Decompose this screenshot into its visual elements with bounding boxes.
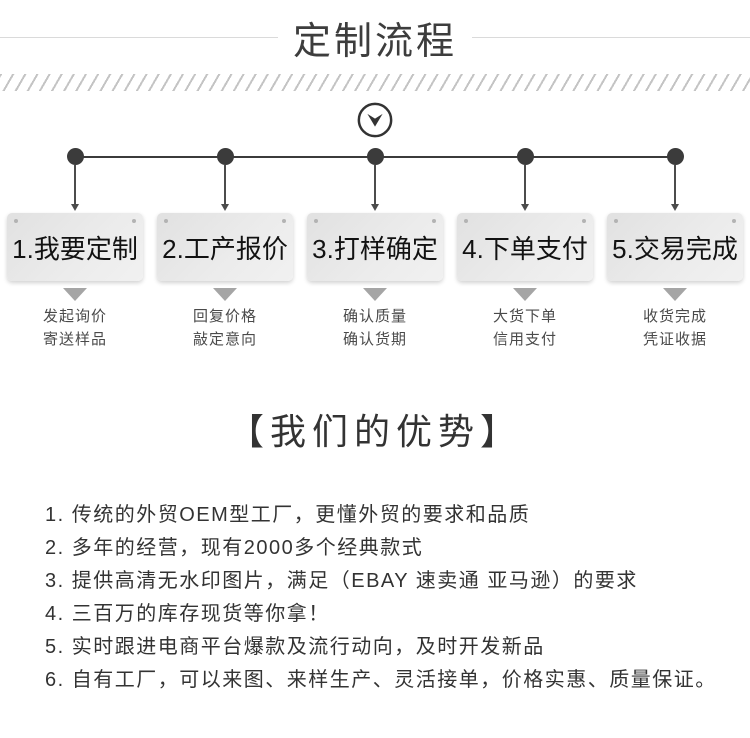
arrow-head bbox=[71, 204, 79, 211]
pin-dot-icon bbox=[582, 219, 586, 223]
step-label: 4.下单支付 bbox=[462, 233, 588, 264]
gray-triangle-icon bbox=[513, 288, 537, 301]
arrow-head bbox=[521, 204, 529, 211]
step-label: 2.工产报价 bbox=[162, 233, 288, 264]
circle-down-arrow-icon bbox=[0, 101, 750, 139]
divider-line-left bbox=[0, 36, 278, 38]
caption-line: 确认货期 bbox=[342, 331, 407, 348]
step-caption: 收货完成 凭证收据 bbox=[643, 305, 707, 351]
step-label: 3.打样确定 bbox=[312, 233, 438, 264]
caption-line: 发起询价 bbox=[42, 308, 107, 325]
advantage-item: 6. 自有工厂，可以来图、来样生产、灵活接单，价格实惠、质量保证。 bbox=[45, 669, 717, 691]
node-dot bbox=[366, 148, 384, 165]
section-header: 定制流程 bbox=[0, 0, 750, 74]
pin-dot-icon bbox=[282, 219, 286, 223]
arrow-head bbox=[371, 204, 379, 211]
step-caption: 确认质量 确认货期 bbox=[343, 305, 407, 351]
step-caption: 发起询价 寄送样品 bbox=[43, 305, 107, 351]
advantage-item: 3. 提供高清无水印图片，满足（EBAY 速卖通 亚马逊）的要求 bbox=[45, 570, 638, 592]
hatch-divider bbox=[0, 74, 750, 91]
caption-line: 凭证收据 bbox=[642, 331, 707, 348]
caption-line: 信用支付 bbox=[492, 331, 557, 348]
down-arrow-icon bbox=[71, 165, 79, 211]
step-box: 2.工产报价 bbox=[157, 213, 293, 281]
pin-dot-icon bbox=[132, 219, 136, 223]
advantages-title: 【我们的优势】 bbox=[227, 411, 522, 452]
caption-line: 回复价格 bbox=[192, 308, 257, 325]
gray-triangle-icon bbox=[213, 288, 237, 301]
step-box: 4.下单支付 bbox=[457, 213, 593, 281]
arrow-head bbox=[221, 204, 229, 211]
step-caption: 回复价格 敲定意向 bbox=[193, 305, 257, 351]
caption-line: 大货下单 bbox=[492, 308, 557, 325]
flow-step-1: 1.我要定制 发起询价 寄送样品 bbox=[0, 148, 150, 351]
step-caption: 大货下单 信用支付 bbox=[493, 305, 557, 351]
pin-dot-icon bbox=[164, 219, 168, 223]
advantage-item: 1. 传统的外贸OEM型工厂，更懂外贸的要求和品质 bbox=[45, 504, 531, 526]
process-flow: 1.我要定制 发起询价 寄送样品 2.工产报价 回复价格 敲定意向 bbox=[0, 148, 750, 351]
node-dot bbox=[666, 148, 684, 165]
arrow-shaft bbox=[674, 165, 676, 204]
down-arrow-icon bbox=[521, 165, 529, 211]
arrow-shaft bbox=[524, 165, 526, 204]
step-box: 1.我要定制 bbox=[7, 213, 143, 281]
gray-triangle-icon bbox=[663, 288, 687, 301]
pin-dot-icon bbox=[464, 219, 468, 223]
pin-dot-icon bbox=[432, 219, 436, 223]
gray-triangle-icon bbox=[63, 288, 87, 301]
advantages-list: 1. 传统的外贸OEM型工厂，更懂外贸的要求和品质 2. 多年的经营，现有200… bbox=[0, 499, 750, 697]
advantage-item: 5. 实时跟进电商平台爆款及流行动向，及时开发新品 bbox=[45, 636, 545, 658]
arrow-shaft bbox=[74, 165, 76, 204]
flow-step-4: 4.下单支付 大货下单 信用支付 bbox=[450, 148, 600, 351]
section-title: 定制流程 bbox=[293, 20, 458, 63]
arrow-shaft bbox=[374, 165, 376, 204]
flow-step-2: 2.工产报价 回复价格 敲定意向 bbox=[150, 148, 300, 351]
flow-step-5: 5.交易完成 收货完成 凭证收据 bbox=[600, 148, 750, 351]
pin-dot-icon bbox=[614, 219, 618, 223]
down-arrow-icon bbox=[371, 165, 379, 211]
node-dot bbox=[66, 148, 84, 165]
caption-line: 收货完成 bbox=[642, 308, 707, 325]
gray-triangle-icon bbox=[363, 288, 387, 301]
step-label: 5.交易完成 bbox=[612, 233, 738, 264]
arrow-shaft bbox=[224, 165, 226, 204]
node-dot bbox=[516, 148, 534, 165]
flow-step-3: 3.打样确定 确认质量 确认货期 bbox=[300, 148, 450, 351]
pin-dot-icon bbox=[732, 219, 736, 223]
step-label: 1.我要定制 bbox=[12, 233, 138, 264]
step-box: 5.交易完成 bbox=[607, 213, 743, 281]
pin-dot-icon bbox=[314, 219, 318, 223]
divider-line-right bbox=[472, 36, 750, 38]
pin-dot-icon bbox=[14, 219, 18, 223]
caption-line: 寄送样品 bbox=[42, 331, 107, 348]
advantage-item: 4. 三百万的库存现货等你拿！ bbox=[45, 603, 330, 625]
caption-line: 确认质量 bbox=[342, 308, 407, 325]
caption-line: 敲定意向 bbox=[192, 331, 257, 348]
arrow-head bbox=[671, 204, 679, 211]
step-box: 3.打样确定 bbox=[307, 213, 443, 281]
advantage-item: 2. 多年的经营，现有2000多个经典款式 bbox=[45, 537, 424, 559]
down-arrow-icon bbox=[671, 165, 679, 211]
down-arrow-icon bbox=[221, 165, 229, 211]
node-dot bbox=[216, 148, 234, 165]
